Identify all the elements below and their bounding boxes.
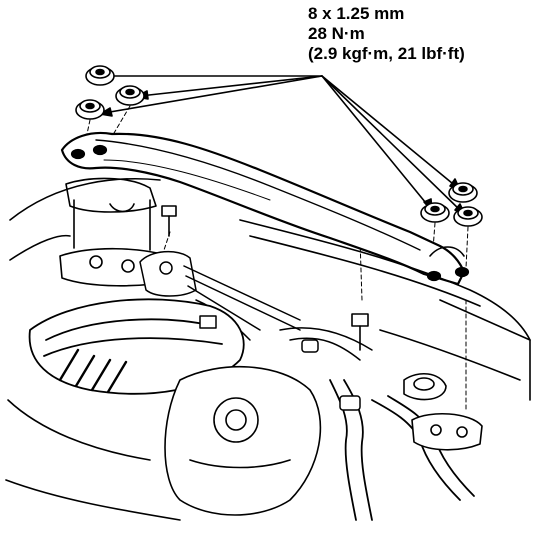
bolt-size-label: 8 x 1.25 mm [308, 4, 405, 23]
engine-bay-center [139, 250, 373, 361]
flange-nut-icon [448, 182, 478, 203]
strut-brace-bar [60, 131, 470, 286]
right-strut-tower [403, 373, 483, 451]
body-outline [5, 178, 531, 521]
engine-block [164, 365, 322, 516]
engine-cover [28, 298, 245, 395]
torque-spec-callout: 8 x 1.25 mm 28 N·m (2.9 kgf·m, 21 lbf·ft… [308, 4, 465, 64]
flange-nut-icon [115, 85, 145, 106]
flange-nut-icon [75, 99, 105, 120]
torque-nm-label: 28 N·m [308, 24, 365, 43]
connector-parts [199, 315, 361, 411]
flange-nut-icon [453, 206, 483, 227]
torque-alt-label: (2.9 kgf·m, 21 lbf·ft) [308, 44, 465, 63]
bolt-icon [351, 313, 369, 351]
bolt-icon [161, 205, 177, 237]
flange-nut-icon [420, 202, 450, 223]
flange-nut-icon [85, 65, 115, 86]
